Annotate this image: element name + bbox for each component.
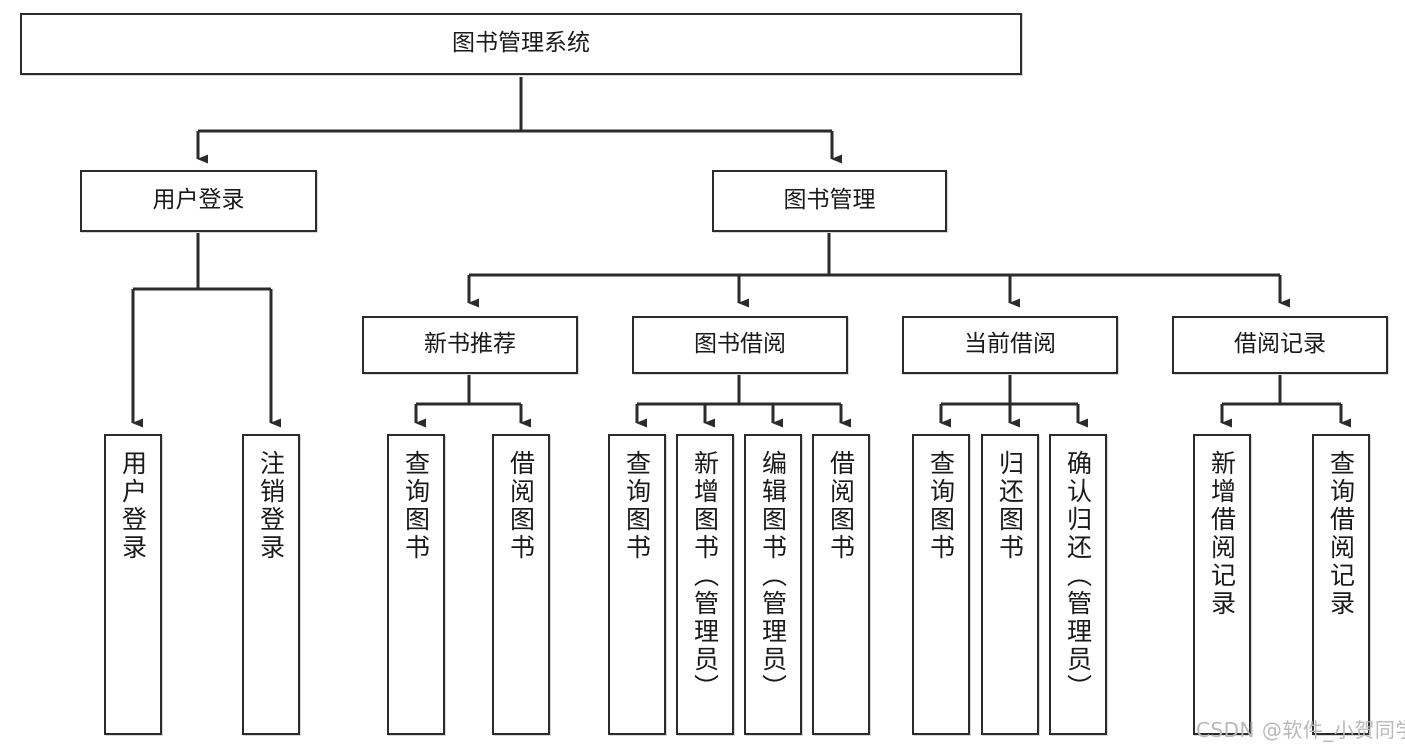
- leaf-new-book-borrow[interactable]: 借阅图书: [492, 434, 550, 735]
- leaf-new-book-query[interactable]: 查询图书: [387, 434, 445, 735]
- node-book-management[interactable]: 图书管理: [712, 170, 947, 232]
- node-label: 查询图书: [926, 450, 956, 562]
- node-label: 借阅记录: [1234, 331, 1326, 358]
- leaf-current-borrow-return[interactable]: 归还图书: [981, 434, 1039, 735]
- node-label: 用户登录: [152, 187, 245, 214]
- node-label: 新增图书（管理员）: [690, 450, 720, 702]
- node-label: 借阅图书: [826, 450, 856, 562]
- leaf-book-borrow-borrow[interactable]: 借阅图书: [812, 434, 870, 735]
- leaf-current-borrow-query[interactable]: 查询图书: [912, 434, 970, 735]
- node-label: 编辑图书（管理员）: [758, 450, 788, 702]
- leaf-borrow-record-query[interactable]: 查询借阅记录: [1312, 434, 1370, 735]
- node-book-borrow[interactable]: 图书借阅: [632, 316, 848, 374]
- node-user-login[interactable]: 用户登录: [80, 170, 317, 232]
- node-new-book-recommend[interactable]: 新书推荐: [362, 316, 578, 374]
- node-label: 当前借阅: [964, 331, 1056, 358]
- node-label: 图书管理: [783, 187, 876, 214]
- node-label: 查询图书: [622, 450, 652, 562]
- csdn-watermark: CSDN @软件_小贺同学: [1196, 718, 1405, 742]
- leaf-book-borrow-add[interactable]: 新增图书（管理员）: [676, 434, 734, 735]
- node-label: 图书借阅: [694, 331, 786, 358]
- leaf-book-borrow-edit[interactable]: 编辑图书（管理员）: [744, 434, 802, 735]
- node-label: 新增借阅记录: [1207, 450, 1237, 618]
- node-label: 借阅图书: [506, 450, 536, 562]
- node-label: 图书管理系统: [452, 30, 590, 57]
- node-label: 用户登录: [118, 450, 148, 562]
- node-label: 注销登录: [256, 450, 286, 562]
- node-label: 新书推荐: [424, 331, 516, 358]
- node-label: 查询图书: [401, 450, 431, 562]
- leaf-book-borrow-query[interactable]: 查询图书: [608, 434, 666, 735]
- leaf-current-borrow-confirm-return[interactable]: 确认归还（管理员）: [1049, 434, 1107, 735]
- leaf-user-login-login[interactable]: 用户登录: [104, 434, 162, 735]
- node-label: 确认归还（管理员）: [1063, 450, 1093, 702]
- node-root-system[interactable]: 图书管理系统: [20, 13, 1022, 75]
- node-label: 归还图书: [995, 450, 1025, 562]
- leaf-user-login-logout[interactable]: 注销登录: [242, 434, 300, 735]
- node-borrow-record[interactable]: 借阅记录: [1172, 316, 1388, 374]
- node-label: 查询借阅记录: [1326, 450, 1356, 618]
- node-current-borrow[interactable]: 当前借阅: [902, 316, 1118, 374]
- leaf-borrow-record-add[interactable]: 新增借阅记录: [1193, 434, 1251, 735]
